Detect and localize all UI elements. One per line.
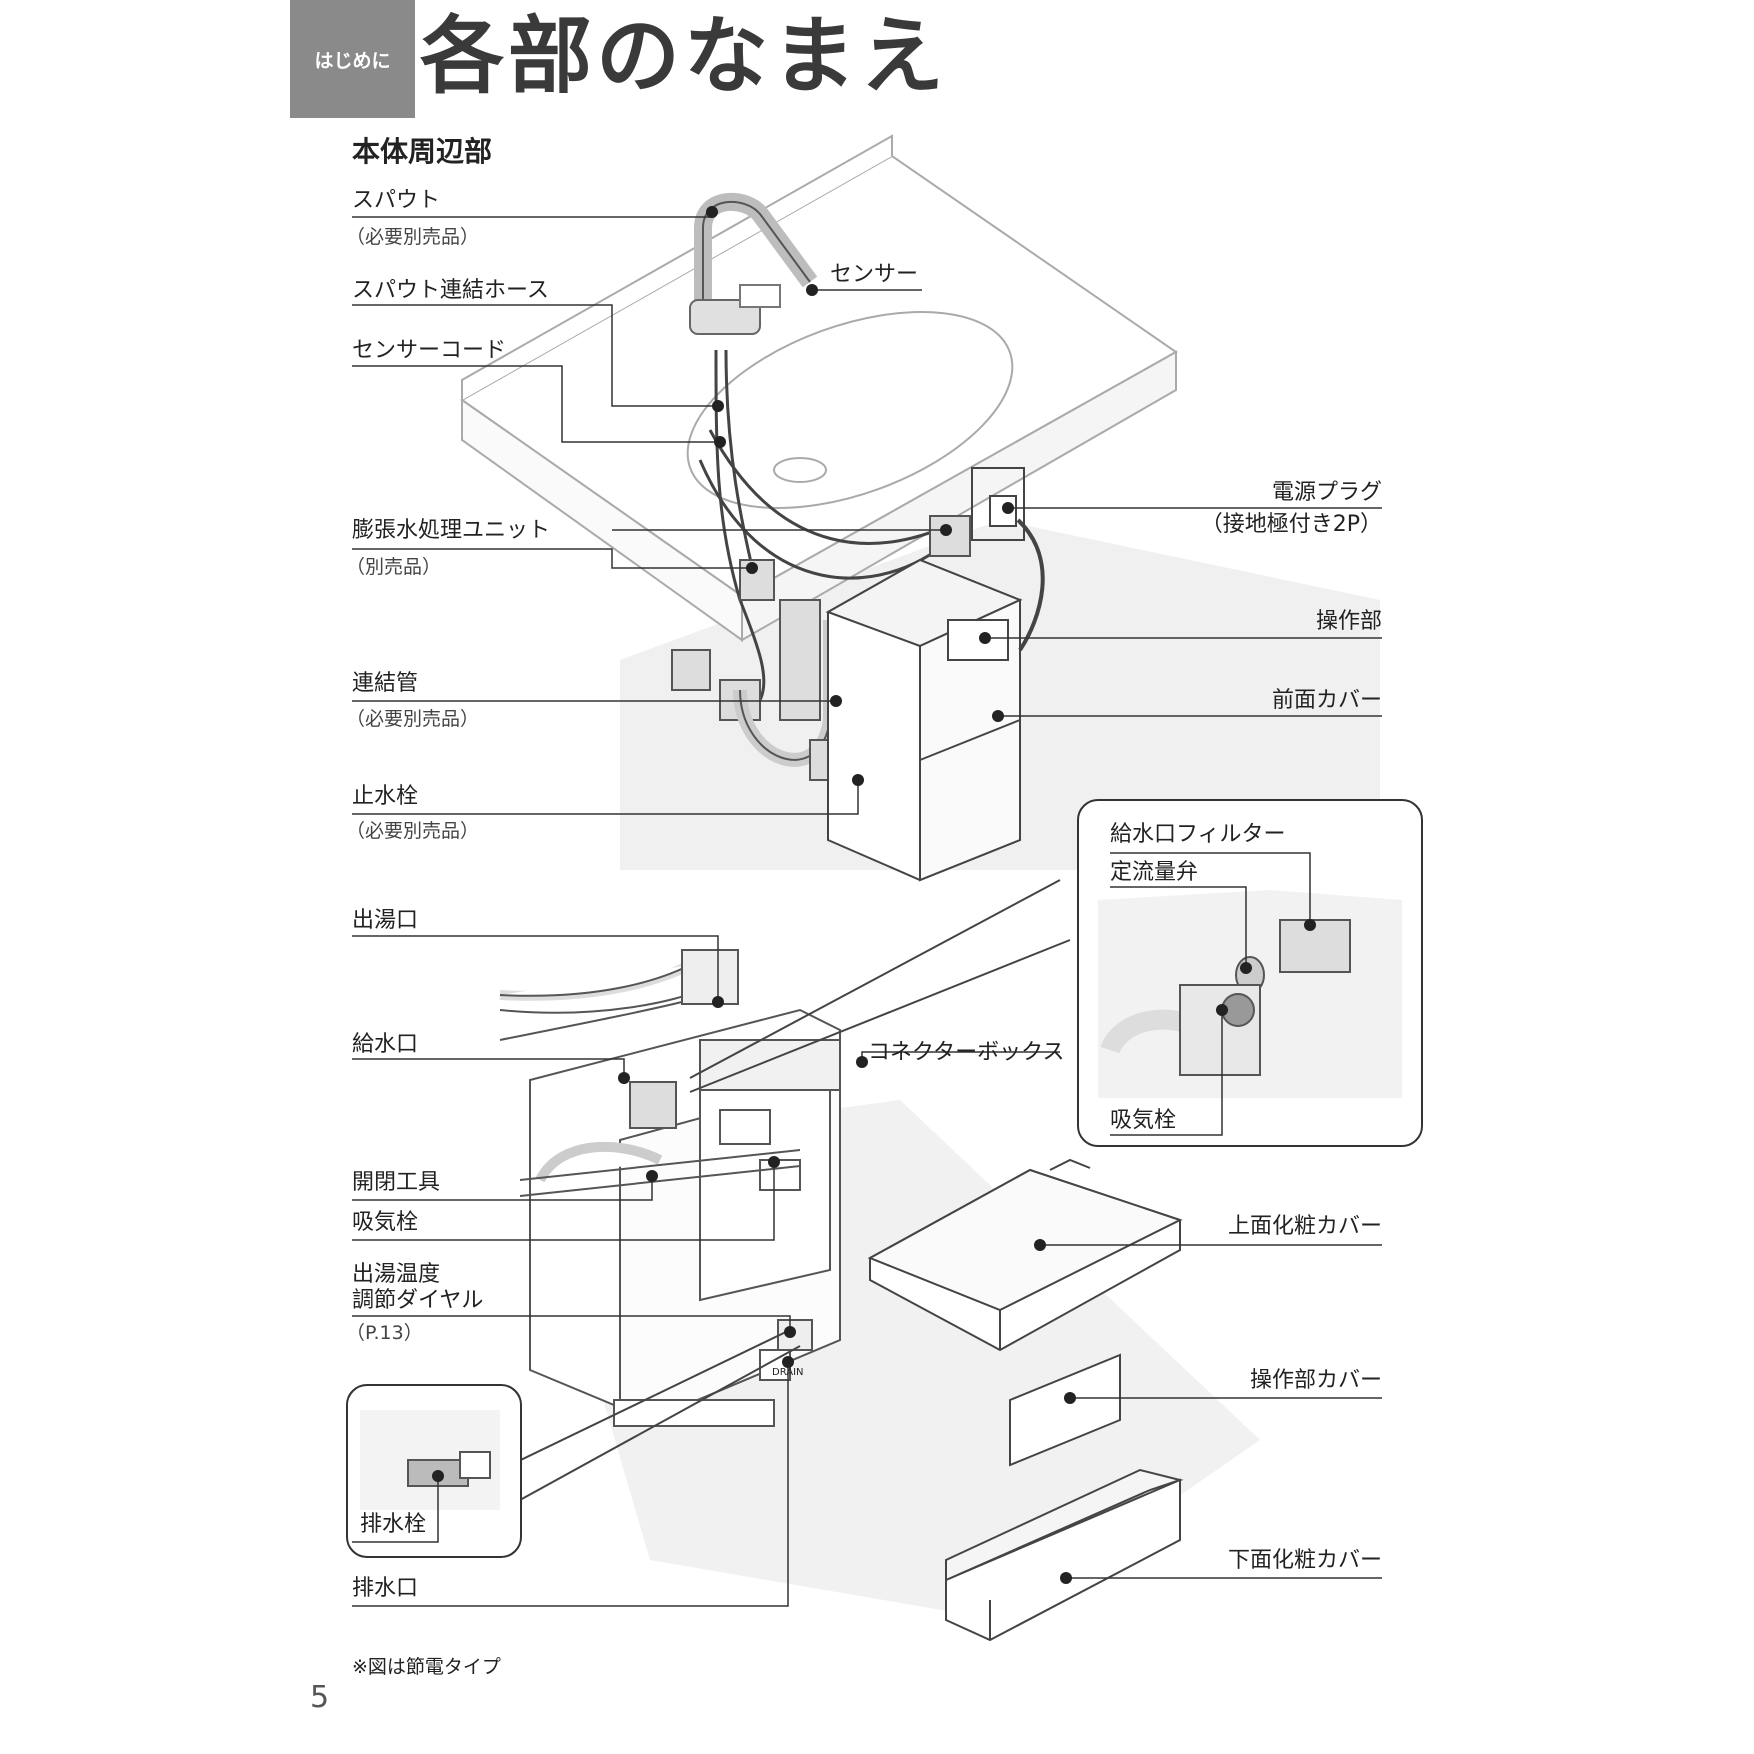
section-title: 本体周辺部 — [352, 135, 493, 168]
label-spout: スパウト — [352, 188, 441, 213]
label-connecting-pipe-sub: （必要別売品） — [346, 708, 480, 730]
label-drain-outlet: 排水口 — [352, 1576, 419, 1601]
footnote: ※図は節電タイプ — [352, 1656, 501, 1678]
label-air-valve: 吸気栓 — [352, 1210, 419, 1235]
water-heater-unit — [825, 467, 1045, 882]
label-stop-valve-sub: （必要別売品） — [346, 820, 480, 842]
label-front-cover: 前面カバー — [1271, 688, 1382, 713]
label-control-cover: 操作部カバー — [1249, 1368, 1382, 1393]
label-hot-outlet: 出湯口 — [352, 908, 419, 933]
label-water-inlet: 給水口 — [352, 1032, 419, 1057]
bottom-cover-illustration — [945, 1468, 1184, 1642]
label-spout-hose: スパウト連結ホース — [352, 278, 549, 303]
page-title: 各部のなまえ — [420, 7, 949, 105]
label-connecting-pipe: 連結管 — [352, 671, 419, 696]
control-cover-illustration — [1009, 1353, 1121, 1467]
label-power-plug-sub: （接地極付き2P） — [1200, 512, 1382, 537]
label-top-cover: 上面化粧カバー — [1227, 1214, 1382, 1239]
label-sensor-cord: センサーコード — [352, 338, 507, 363]
label-expansion-sub: （別売品） — [346, 556, 442, 578]
label-sensor: センサー — [830, 262, 919, 287]
label-bottom-cover: 下面化粧カバー — [1227, 1548, 1382, 1573]
inset-filter-illustration — [1098, 890, 1402, 1098]
spout-illustration — [689, 192, 818, 335]
label-open-close-tool: 開閉工具 — [352, 1170, 441, 1195]
label-air-valve-inset: 吸気栓 — [1110, 1108, 1177, 1133]
water-heater-unit-open: DRAIN — [499, 949, 841, 1427]
label-drain-valve: 排水栓 — [360, 1512, 427, 1537]
leader-dots — [432, 206, 1316, 1584]
label-inlet-filter: 給水口フィルター — [1110, 822, 1286, 847]
label-temp-dial-1: 出湯温度 — [352, 1262, 441, 1287]
label-temp-dial-sub: （P.13） — [346, 1322, 423, 1344]
label-temp-dial-2: 調節ダイヤル — [352, 1288, 484, 1313]
label-power-plug: 電源プラグ — [1271, 480, 1382, 505]
label-connector-box: コネクターボックス — [868, 1040, 1065, 1065]
leader-lines — [352, 212, 1382, 1607]
label-control-unit: 操作部 — [1315, 609, 1382, 634]
page-number: 5 — [310, 1680, 330, 1715]
label-spout-sub: （必要別売品） — [346, 226, 480, 248]
sink-counter — [460, 134, 1178, 642]
inset-drain-illustration — [360, 1410, 500, 1510]
section-chip: はじめに — [290, 0, 415, 118]
label-stop-valve: 止水栓 — [352, 784, 419, 809]
label-flow-valve: 定流量弁 — [1110, 860, 1199, 885]
top-cover-illustration — [867, 1158, 1183, 1352]
label-expansion-unit: 膨張水処理ユニット — [352, 518, 551, 543]
